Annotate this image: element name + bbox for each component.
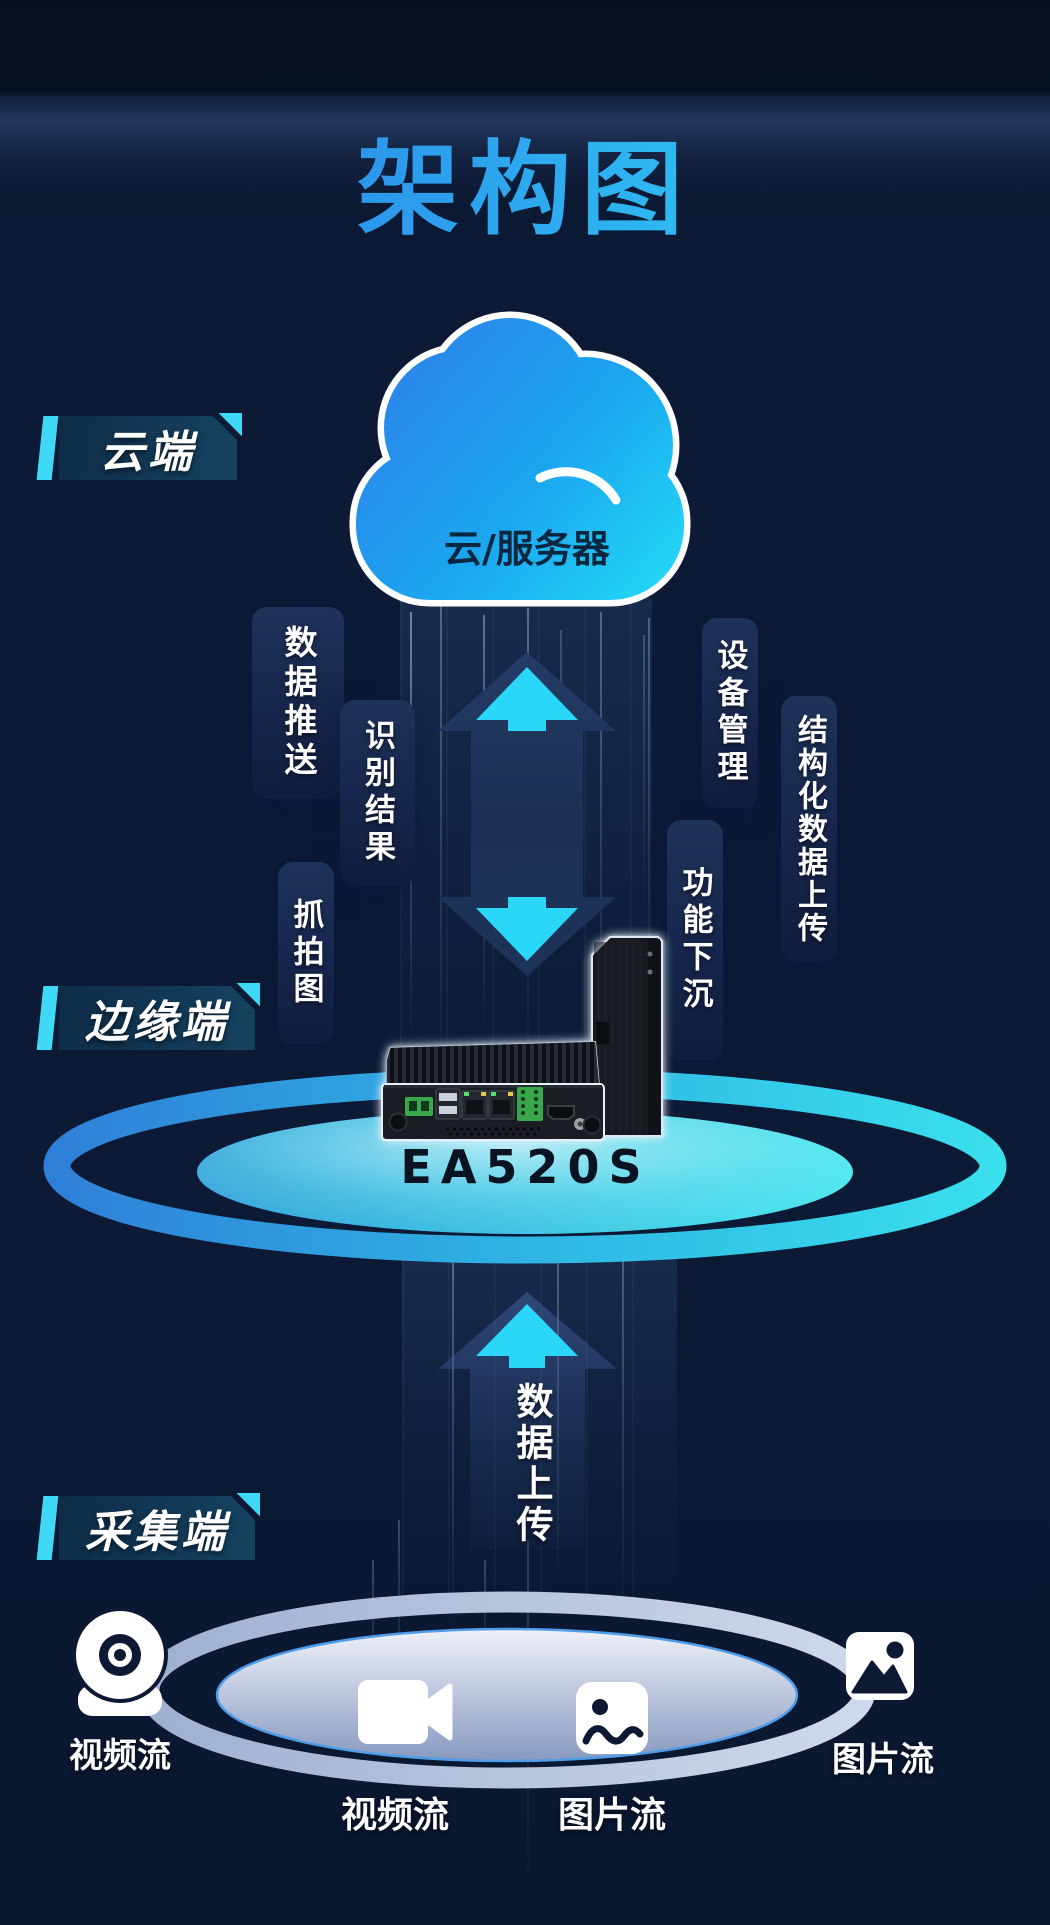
collection-section-badge: 采集端 xyxy=(36,1493,275,1560)
badge-box: 采集端 xyxy=(59,1496,255,1560)
device-main-box xyxy=(381,1041,605,1141)
video-camera-icon xyxy=(358,1680,453,1744)
light-streak xyxy=(622,1258,624,1618)
page-title: 架构图 xyxy=(0,108,1050,255)
badge-label: 云端 xyxy=(100,427,196,478)
source-label: 视频流 xyxy=(69,1736,171,1776)
up-arrow-icon xyxy=(476,1304,578,1368)
light-streak xyxy=(372,1560,374,1680)
source-label: 图片流 xyxy=(557,1795,666,1836)
up-arrow-icon xyxy=(476,667,578,731)
collection-platform-ellipse xyxy=(138,1591,876,1789)
pill-snapshot: 抓拍图 xyxy=(278,862,334,1044)
cloud-label: 云/服务器 xyxy=(444,527,610,571)
source-label: 图片流 xyxy=(832,1740,934,1780)
cloud-detail-arc xyxy=(535,467,621,505)
bidirectional-arrow-icon xyxy=(438,652,616,976)
badge-box: 边缘端 xyxy=(59,986,255,1050)
ethernet-ports xyxy=(461,1090,515,1120)
top-highlight-band xyxy=(0,88,1050,198)
pill-recognition-result: 识别结果 xyxy=(340,700,415,886)
edge-device-image xyxy=(381,936,663,1141)
upload-arrow-icon xyxy=(438,1292,617,1550)
webcam-icon xyxy=(72,1607,168,1716)
hdmi-port xyxy=(547,1105,575,1120)
pill-function-sink: 功能下沉 xyxy=(667,820,723,1060)
badge-accent-bar xyxy=(36,986,59,1050)
pill-structured-data-upload: 结构化数据上传 xyxy=(781,696,837,962)
image-outline-icon xyxy=(576,1682,648,1754)
badge-accent-bar xyxy=(36,1496,59,1560)
down-arrow-icon xyxy=(476,897,578,961)
pill-device-management: 设备管理 xyxy=(702,618,758,808)
cloud-icon xyxy=(349,311,691,607)
source-label: 视频流 xyxy=(340,1795,449,1836)
top-shade xyxy=(0,0,1050,96)
badge-accent-bar xyxy=(36,416,59,480)
light-streak xyxy=(484,1560,486,1670)
edge-platform-ellipse xyxy=(43,1068,1007,1264)
image-filled-icon xyxy=(846,1632,914,1700)
light-streak xyxy=(600,612,602,1042)
badge-label: 采集端 xyxy=(85,1507,229,1558)
light-streak xyxy=(648,618,650,998)
badge-box: 云端 xyxy=(59,416,237,480)
terminal-block xyxy=(517,1087,543,1121)
device-name: EA520S xyxy=(400,1140,651,1194)
light-streak xyxy=(440,605,442,1075)
light-streak xyxy=(643,635,645,915)
edge-section-badge: 边缘端 xyxy=(36,983,275,1050)
upload-label: 数据上传 xyxy=(510,1382,553,1546)
badge-label: 边缘端 xyxy=(85,997,229,1048)
pill-data-push: 数据推送 xyxy=(252,607,344,799)
cloud-section-badge: 云端 xyxy=(36,413,255,480)
light-streak xyxy=(452,1258,454,1638)
